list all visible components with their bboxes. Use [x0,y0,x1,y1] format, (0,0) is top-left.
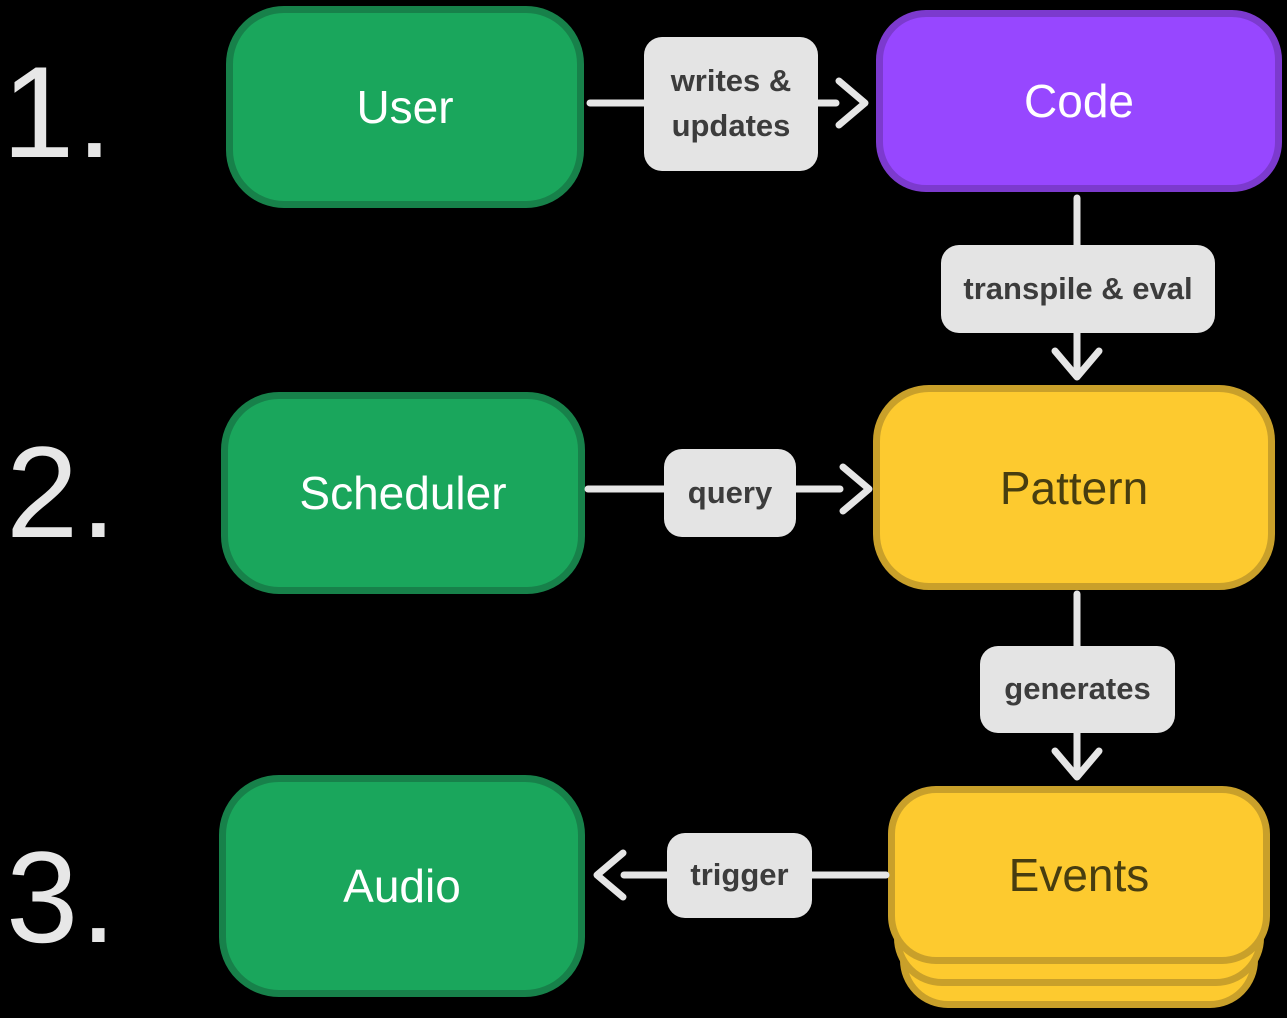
arrowhead-left-icon [593,849,627,901]
arrowhead-right-icon [835,77,869,129]
step-number-2: 2. [6,419,119,565]
node-code-label: Code [1024,75,1134,127]
arrowhead-right-icon [839,463,873,515]
edge-label-generates: generates [980,646,1175,733]
edge-label-trigger: trigger [667,833,812,918]
node-pattern: Pattern [873,385,1275,590]
edge-label-transpile-eval: transpile & eval [941,245,1215,333]
node-events: Events [888,786,1270,964]
node-scheduler-label: Scheduler [299,467,507,519]
node-code: Code [876,10,1282,192]
step-number-3: 3. [6,824,119,970]
arrowhead-down-icon [1051,747,1103,781]
step-number-1: 1. [2,39,115,185]
edge-label-writes-updates: writes & updates [644,37,818,171]
node-scheduler: Scheduler [221,392,585,594]
node-events-label: Events [1008,849,1150,901]
node-audio-label: Audio [343,860,461,912]
node-user-label: User [356,81,454,133]
node-pattern-label: Pattern [999,461,1149,514]
edge-label-query: query [664,449,796,537]
node-user: User [226,6,584,208]
arrowhead-down-icon [1051,347,1103,381]
node-audio: Audio [219,775,585,997]
